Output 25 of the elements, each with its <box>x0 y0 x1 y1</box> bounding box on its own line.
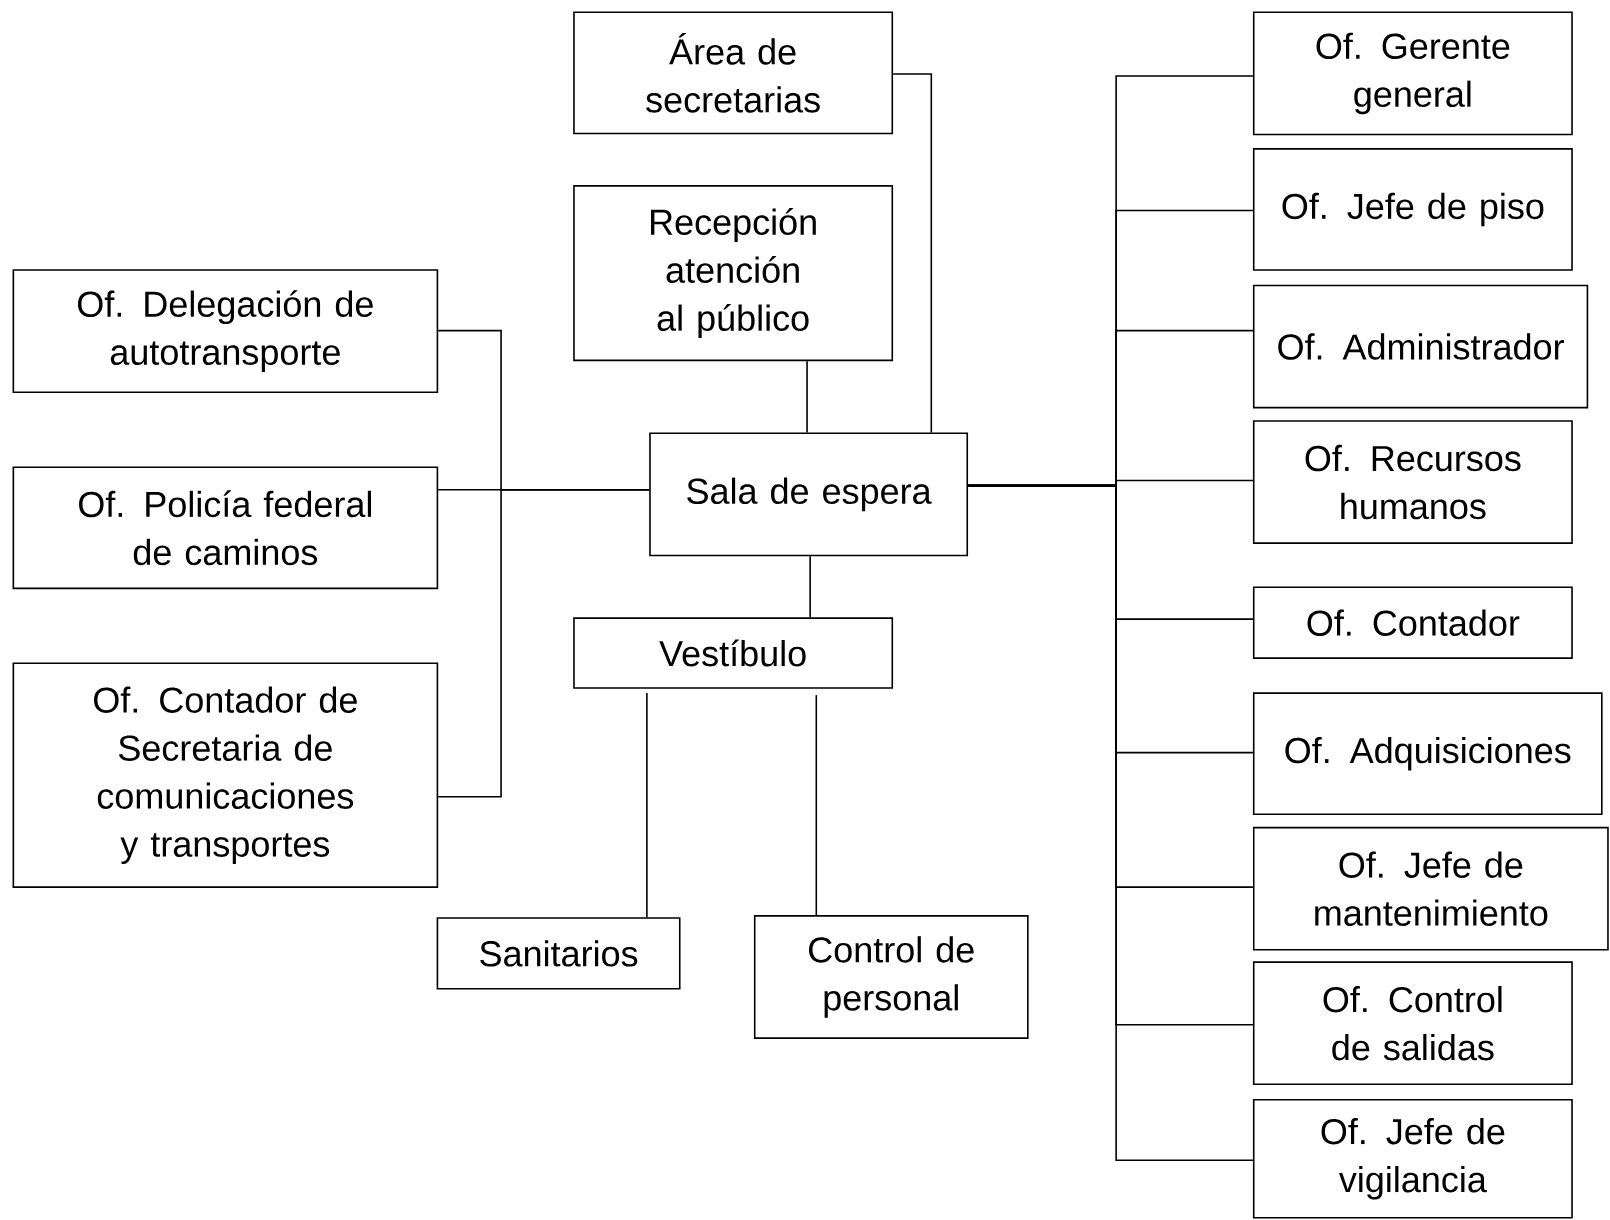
room-box: Of. Adquisiciones <box>1252 692 1603 816</box>
room-box: Vestíbulo <box>573 617 894 689</box>
room-box: Of. Jefe de mantenimiento <box>1252 826 1609 951</box>
connector-line <box>967 484 1254 1162</box>
room-box: Of. Policía federal de caminos <box>12 466 439 590</box>
connector-line <box>815 694 818 916</box>
room-box: Recepción atención al público <box>573 185 894 362</box>
connector-line <box>437 489 650 798</box>
room-box: Of. Contador <box>1252 586 1573 660</box>
room-box: Of. Delegación de autotransporte <box>12 269 439 394</box>
room-box: Of. Recursos humanos <box>1252 420 1573 545</box>
room-box: Control de personal <box>753 915 1029 1039</box>
connector-line <box>646 692 648 919</box>
room-box: Of. Gerente general <box>1252 11 1573 136</box>
room-box: Of. Administrador <box>1252 284 1589 409</box>
room-box: Sanitarios <box>436 917 681 990</box>
room-box: Of. Control de salidas <box>1252 961 1573 1086</box>
room-box: Of. Jefe de vigilancia <box>1252 1099 1573 1219</box>
room-box: Of. Contador de Secretaria de comunicaciones y transportes <box>12 662 439 889</box>
room-box: Sala de espera <box>649 432 969 557</box>
connector-line <box>892 73 933 434</box>
connector-line <box>809 555 811 619</box>
room-box: Of. Jefe de piso <box>1252 148 1573 271</box>
room-box: Área de secretarias <box>573 11 894 135</box>
connector-line <box>806 360 808 434</box>
